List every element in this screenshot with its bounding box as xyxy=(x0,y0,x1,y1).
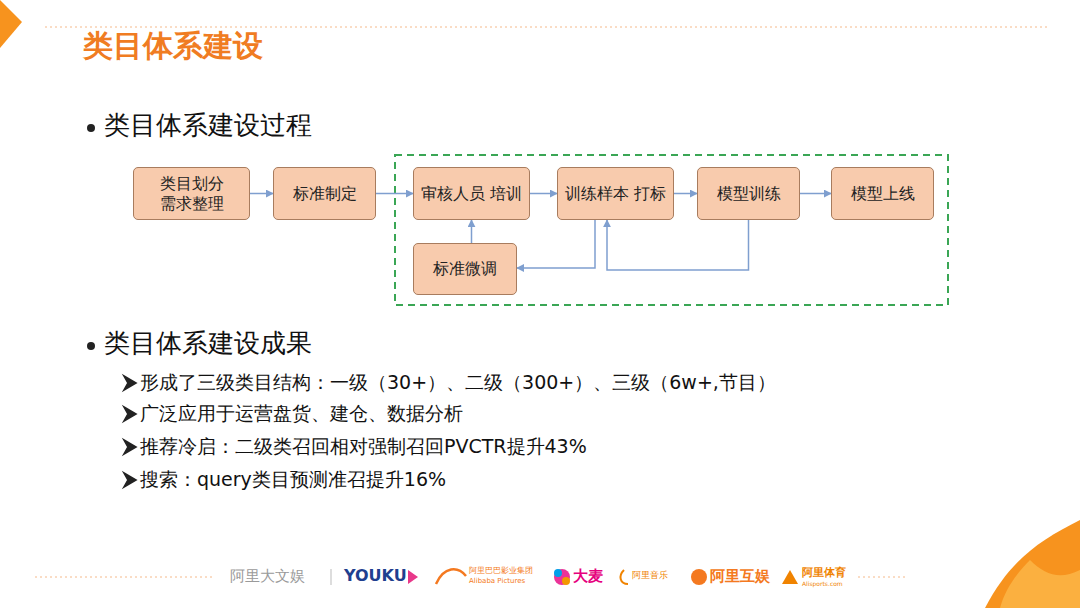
box-text: 标准制定 xyxy=(293,184,357,204)
bullet-heading: 类目体系建设成果 xyxy=(104,328,312,359)
box-text: 训练样本 打标 xyxy=(565,184,666,204)
bullet-item: 推荐冷启：二级类召回相对强制召回PVCTR提升43% xyxy=(140,435,587,458)
logo-mark xyxy=(408,570,418,584)
flow-arrow xyxy=(471,220,473,243)
footer-brand: Alibaba Pictures xyxy=(469,577,525,585)
footer-brand: 大麦 xyxy=(573,567,603,585)
logo-mark xyxy=(691,569,707,585)
separator xyxy=(331,569,332,585)
logo-mark xyxy=(554,569,562,577)
process-box: 标准制定 xyxy=(273,167,376,220)
footer-brand: 阿里巴巴影业集团 xyxy=(469,566,533,576)
process-box: 训练样本 打标 xyxy=(557,167,674,220)
logo-mark xyxy=(782,570,798,584)
corner-flame xyxy=(1000,560,1080,608)
footer-brand: 阿里大文娱 xyxy=(230,567,305,585)
process-box: 模型训练 xyxy=(697,167,800,220)
box-text: 类目划分 需求整理 xyxy=(134,174,249,214)
bullet-dot xyxy=(87,124,95,132)
logo-mark xyxy=(554,569,570,585)
box-text: 模型上线 xyxy=(851,184,915,204)
group-outline xyxy=(395,155,948,305)
bottom-rule xyxy=(858,577,905,578)
bullet-item: 搜索：query类目预测准召提升16% xyxy=(140,468,446,491)
bullet-heading: 类目体系建设过程 xyxy=(104,110,312,141)
flow-arrow xyxy=(674,193,697,195)
box-text: 模型训练 xyxy=(717,184,781,204)
corner-flame xyxy=(985,520,1080,608)
bullet-dot xyxy=(87,342,95,350)
flow-arrow xyxy=(250,193,273,195)
process-box: 类目划分 需求整理 xyxy=(133,167,250,220)
footer-brand: YOUKU xyxy=(344,566,407,585)
bullet-item: 形成了三级类目结构：一级（30+）、二级（300+）、三级（6w+,节目） xyxy=(140,371,776,394)
flow-arrow xyxy=(517,220,595,268)
top-rule xyxy=(45,27,1050,28)
logo-mark xyxy=(436,569,466,584)
box-text: 审核人员 培训 xyxy=(421,184,522,204)
process-box: 审核人员 培训 xyxy=(413,167,530,220)
logo-mark xyxy=(562,577,570,585)
flow-arrow xyxy=(800,193,831,195)
bullet-item: 广泛应用于运营盘货、建仓、数据分析 xyxy=(140,402,463,425)
flow-arrow xyxy=(607,220,749,270)
bullet-arrows xyxy=(124,376,136,487)
footer-brand: 阿里体育 xyxy=(802,566,846,579)
corner-triangle xyxy=(0,0,22,48)
flow-arrow xyxy=(376,193,413,195)
footer-brand: 阿里音乐 xyxy=(632,570,668,581)
footer-brand: 阿里互娱 xyxy=(710,567,770,585)
slide-title: 类目体系建设 xyxy=(83,28,263,64)
bottom-rule xyxy=(35,577,212,578)
box-text: 标准微调 xyxy=(433,259,497,279)
footer-brand: Alisports.com xyxy=(802,580,843,587)
flow-arrow xyxy=(530,193,557,195)
process-box: 标准微调 xyxy=(413,243,517,295)
process-box: 模型上线 xyxy=(831,167,934,220)
logo-mark xyxy=(621,570,628,584)
